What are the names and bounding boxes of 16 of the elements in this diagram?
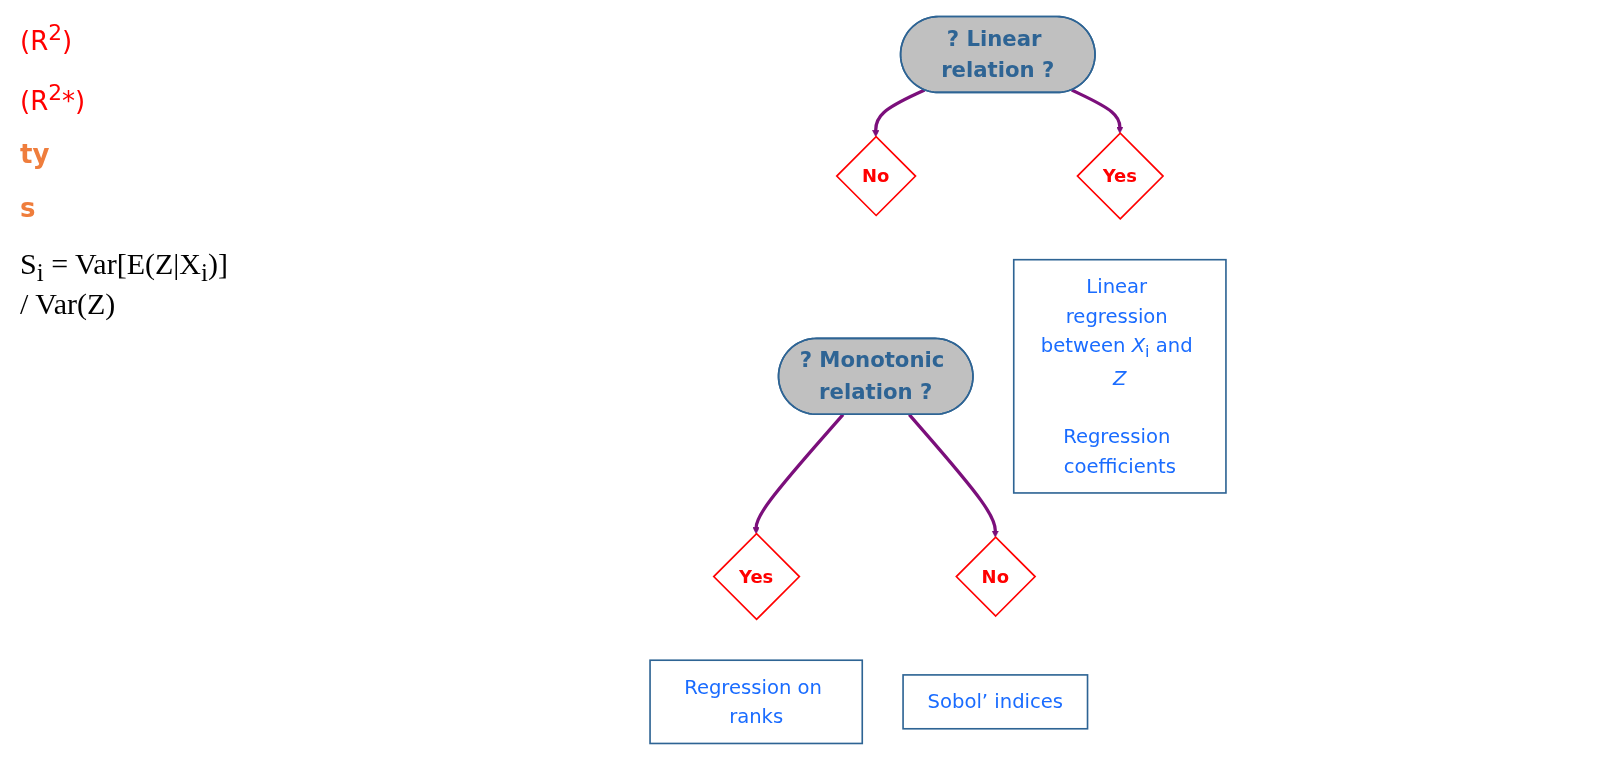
node-diamond: No xyxy=(835,135,917,217)
arrow xyxy=(872,88,926,137)
node-diamond: Yes xyxy=(712,532,801,621)
formula: S$_{i}$ = Var[E(Z|X$_{i}$)] / Var(Z) xyxy=(20,247,229,322)
arrow xyxy=(752,413,845,535)
text-fragment: s xyxy=(20,193,37,224)
metric-label: (R$^{2}$) xyxy=(20,20,74,56)
node-box: Linear regression between X$_{i}$ and Z Regression coefficients xyxy=(1012,258,1227,494)
node-box: Regression on ranks xyxy=(649,659,864,745)
node-diamond: No xyxy=(955,536,1037,618)
node-diamond: Yes xyxy=(1076,132,1165,221)
arrow xyxy=(1071,88,1124,134)
text-fragment: ty xyxy=(20,139,51,170)
arrow xyxy=(908,413,999,538)
metric-label: (R$^{2}$*) xyxy=(20,79,87,116)
node-box: Sobol’ indices xyxy=(902,674,1089,730)
